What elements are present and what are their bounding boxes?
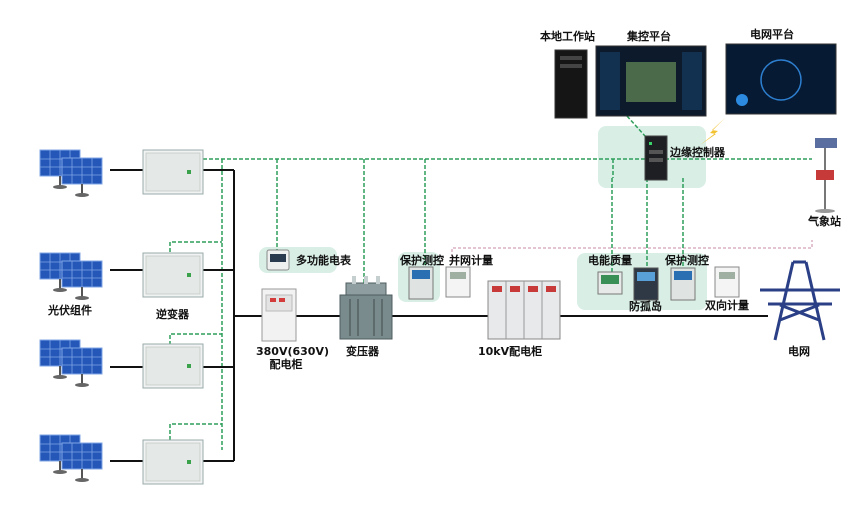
label-power-quality: 电能质量 [588,254,632,267]
label-lv-cabinet: 380V(630V) 配电柜 [256,345,330,371]
label-grid: 电网 [788,345,810,358]
edge-controller-icon [644,135,668,181]
label-weather-station: 气象站 [808,215,841,228]
label-grid-meter: 并网计量 [449,254,493,267]
lightning-icon [700,118,725,145]
label-central-platform: 集控平台 [627,30,671,43]
monitor-icon [595,45,707,117]
protection-relay-icon [597,267,696,301]
label-lv-cabinet-line1: 380V(630V) [256,345,330,358]
monitor-icon [725,43,837,115]
label-local-workstation: 本地工作站 [540,30,595,43]
weather-station-icon [815,138,837,213]
label-mv-cabinet: 10kV配电柜 [478,345,543,358]
label-protection-1: 保护测控 [400,254,444,267]
transformer-icon [339,276,393,340]
switchgear-icon [487,280,561,340]
label-lv-cabinet-line2: 配电柜 [269,358,303,371]
label-anti-islanding: 防孤岛 [629,300,662,313]
label-bidirectional-meter: 双向计量 [705,299,749,312]
cabinet-icon [261,288,297,342]
label-pv-modules: 光伏组件 [48,304,92,317]
label-inverter: 逆变器 [156,308,189,321]
label-transformer: 变压器 [346,345,379,358]
label-edge-controller: 边缘控制器 [670,146,725,159]
meter-icon [445,266,471,298]
transmission-tower-icon [760,260,840,341]
meter-icon [266,249,290,271]
label-multifunction-meter: 多功能电表 [296,254,351,267]
meter-icon [714,266,740,298]
server-icon [554,49,588,119]
protection-relay-icon [408,266,434,300]
label-grid-platform: 电网平台 [750,28,794,41]
label-protection-2: 保护测控 [665,254,709,267]
